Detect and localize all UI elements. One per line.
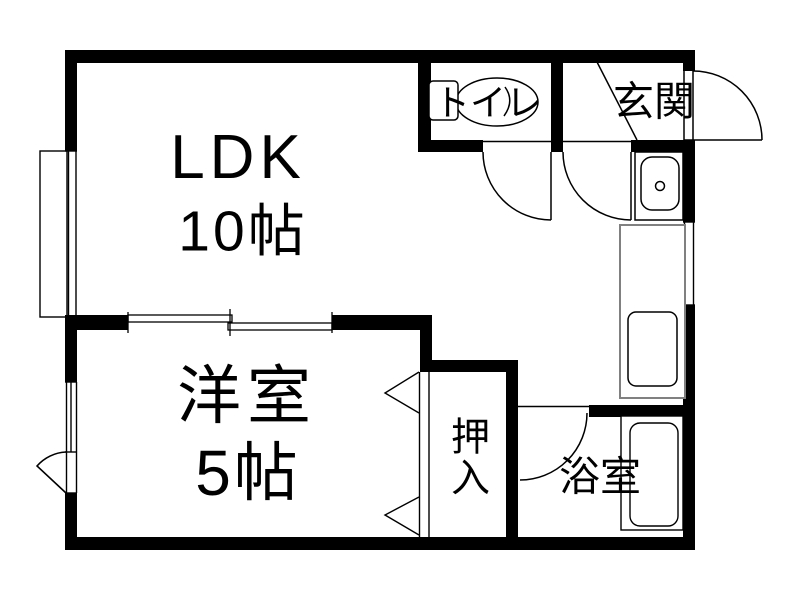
entrance-door-arc: [692, 70, 763, 141]
room-label-toilet: トイレ: [433, 82, 543, 123]
toilet-fixture: [428, 77, 539, 127]
wall-toilet-entrance-divider: [551, 50, 563, 152]
room-label-ldk-size: 10帖: [178, 199, 308, 264]
wall-closet-bath-divider: [506, 360, 518, 537]
hall-door-arc: [562, 151, 632, 221]
hall-door-swing: [562, 140, 632, 221]
inner-walls: [65, 50, 695, 537]
wall-right-mid: [683, 140, 695, 222]
entrance-door-panel: [683, 69, 694, 141]
wall-partition-left: [65, 315, 128, 330]
bathtub-inner: [629, 422, 679, 527]
wall-hall-top-a: [418, 140, 483, 152]
closet-folding-doors: [383, 371, 430, 537]
bath-door-arc: [519, 412, 588, 481]
wall-partition-right: [332, 315, 432, 330]
wall-right-top: [683, 50, 695, 71]
wall-bath-top: [589, 405, 683, 417]
western-room-door-swing: [35, 451, 67, 494]
room-label-western-room-size: 5帖: [195, 437, 301, 509]
wall-left-upper: [65, 50, 77, 151]
wall-toilet-left: [418, 50, 431, 152]
wall-hall-top-b: [551, 140, 563, 152]
wall-top: [65, 50, 695, 63]
sliding-door: [127, 309, 333, 336]
washbasin-fixture: [634, 151, 684, 221]
wall-left-middle: [65, 317, 77, 382]
bath-door-swing: [518, 405, 589, 481]
toilet-door-swing: [482, 140, 552, 221]
toilet-tank: [428, 80, 459, 121]
wall-left-lower: [65, 493, 77, 538]
wall-hall-top-c: [631, 140, 695, 152]
washbasin-drain: [654, 180, 666, 192]
ldk-window-sill-box: [39, 150, 68, 318]
room-label-ldk: LDK: [170, 123, 306, 192]
kitchen-counter: [619, 224, 686, 399]
entrance-step-line: [596, 61, 638, 141]
western-room-window: [65, 381, 78, 494]
bathtub: [620, 415, 684, 531]
room-label-entrance: 玄関: [613, 78, 695, 125]
ldk-window: [39, 150, 77, 318]
kitchen-sink: [627, 311, 678, 387]
room-label-closet: 押入: [445, 416, 489, 498]
room-label-bathroom: 浴室: [559, 453, 641, 500]
wall-bottom: [65, 537, 695, 550]
entrance-door: [683, 69, 763, 141]
wall-closet-upper: [420, 315, 432, 372]
outer-walls: [65, 50, 695, 550]
toilet-door-arc: [482, 151, 552, 221]
toilet-seat-line: [503, 86, 511, 117]
wall-closet-top: [420, 360, 518, 372]
room-label-western-room: 洋室: [177, 360, 317, 432]
